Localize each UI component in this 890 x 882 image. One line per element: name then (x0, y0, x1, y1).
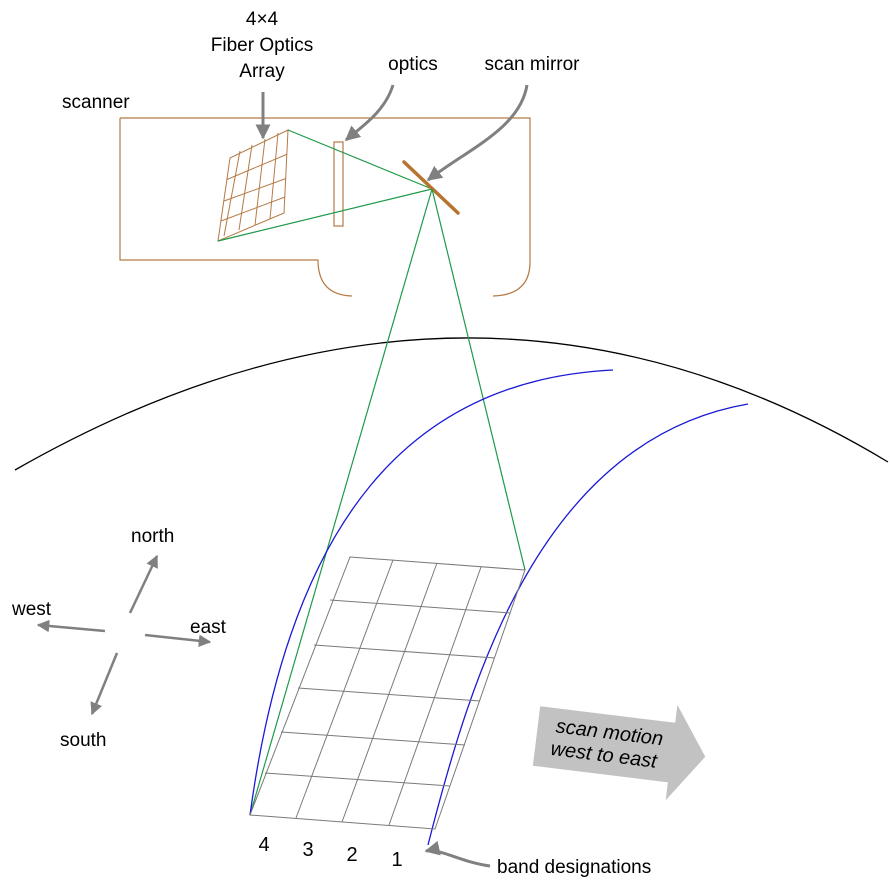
array-label-line3: Array (239, 61, 285, 82)
south-arrow (90, 652, 119, 716)
optics-lens (333, 141, 344, 227)
east-arrow (144, 633, 212, 648)
west-label: west (11, 599, 52, 620)
band-designations-label: band designations (497, 857, 651, 878)
scanner-label: scanner (62, 92, 130, 113)
band-callout-arrow (424, 840, 491, 868)
south-label: south (60, 730, 106, 751)
north-arrow (128, 554, 159, 614)
band-label-1: 1 (391, 849, 402, 871)
fiber-optics-array (217, 129, 289, 242)
scan-mirror-label: scan mirror (484, 54, 580, 75)
scan-motion-arrow (532, 704, 706, 801)
band-label-2: 2 (346, 844, 357, 866)
scan-path-curves (249, 369, 749, 846)
optics-label: optics (388, 54, 438, 75)
east-label: east (190, 617, 227, 638)
callout-arrows (255, 84, 529, 868)
internal-rays (217, 129, 433, 242)
array-label-line1: 4×4 (246, 9, 279, 30)
band-label-3: 3 (302, 839, 313, 861)
earth-horizon (14, 337, 889, 471)
scan-mirror (402, 160, 460, 215)
mirror-callout-arrow (426, 84, 529, 182)
ground-rays (249, 188, 526, 816)
optics-callout-arrow (344, 84, 395, 142)
band-label-4: 4 (258, 834, 269, 856)
compass (36, 554, 212, 716)
north-label: north (131, 526, 174, 547)
west-arrow (36, 619, 106, 633)
array-label-line2: Fiber Optics (211, 35, 313, 56)
scanner-housing (119, 117, 531, 297)
ground-footprint-grid (249, 556, 526, 830)
